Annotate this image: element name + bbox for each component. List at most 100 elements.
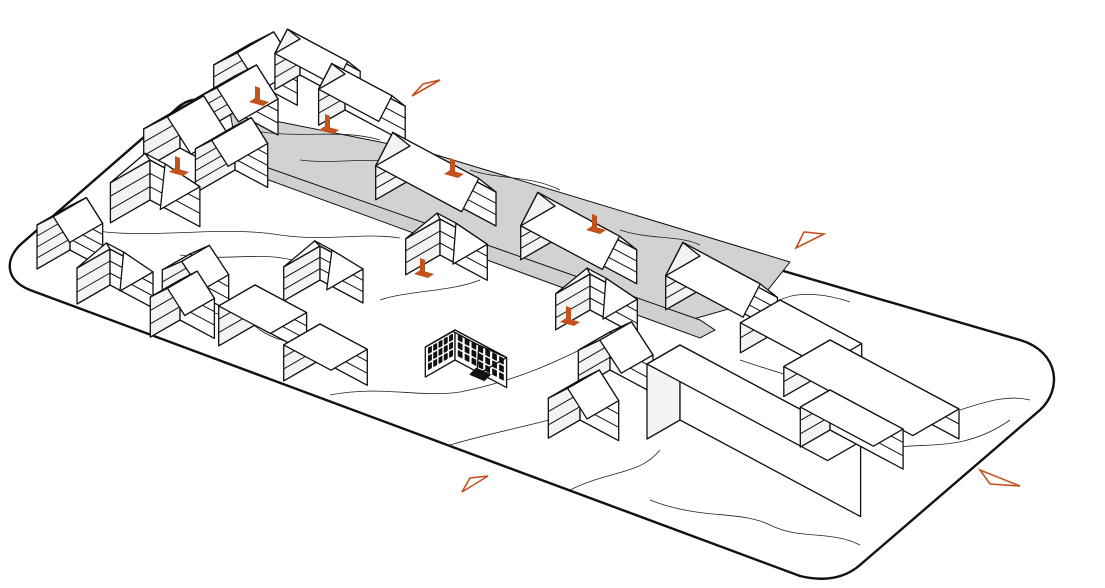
- historic-window: [464, 345, 470, 355]
- historic-window: [433, 350, 438, 359]
- floor-line: [234, 158, 268, 177]
- entrance-marker-step: [560, 318, 580, 326]
- residential-building: [76, 242, 154, 309]
- historic-window: [443, 344, 448, 353]
- entrance-marker-step: [414, 270, 434, 278]
- historic-window: [492, 360, 497, 369]
- historic-window: [427, 346, 432, 354]
- historic-window: [464, 337, 470, 347]
- apartment-block: [283, 323, 368, 386]
- apartment-block: [520, 191, 638, 285]
- historic-window: [443, 352, 448, 361]
- floor-line: [283, 256, 321, 279]
- building-roof: [602, 277, 638, 320]
- entrance-marker-post: [592, 214, 597, 230]
- floor-line: [283, 268, 321, 290]
- floor-line: [555, 297, 591, 319]
- historic-window: [478, 353, 484, 362]
- building-roof: [326, 249, 364, 291]
- historic-window: [438, 347, 443, 356]
- building-roof: [211, 116, 269, 167]
- residential-building: [283, 240, 364, 304]
- entrance-marker-step: [169, 168, 189, 176]
- residential-building: [149, 270, 216, 340]
- historic-window: [499, 364, 504, 373]
- residential-building: [577, 321, 654, 394]
- entrance-marker-post: [420, 258, 425, 274]
- entrance-marker-step: [586, 226, 606, 234]
- entrance-marker-step: [249, 98, 269, 106]
- historic-window: [471, 349, 477, 358]
- apartment-block: [218, 284, 308, 354]
- building-roof: [166, 270, 216, 317]
- historic-window: [457, 334, 463, 343]
- entrance-marker-icon: [414, 258, 434, 278]
- floor-line: [548, 406, 581, 426]
- entrance-marker-icon: [586, 214, 606, 234]
- historic-stairs: [469, 367, 491, 382]
- building-gable: [375, 131, 411, 167]
- floor-line: [405, 242, 441, 264]
- historic-window: [464, 353, 470, 363]
- floor-line: [578, 356, 611, 377]
- residential-building: [109, 152, 201, 228]
- apartment-block: [375, 131, 497, 227]
- apartment-block: [783, 339, 960, 440]
- entrance-marker-post: [175, 156, 180, 172]
- residential-building: [194, 64, 279, 136]
- building-roof: [52, 196, 104, 244]
- historic-window: [427, 354, 432, 362]
- historic-window: [457, 350, 463, 359]
- historic-window: [433, 358, 438, 367]
- building-gable: [520, 191, 556, 227]
- historic-window: [478, 361, 484, 370]
- historic-window: [485, 364, 491, 374]
- building-roof: [452, 222, 488, 265]
- floor-line: [274, 62, 301, 78]
- historic-window: [438, 339, 443, 348]
- floor-line: [36, 238, 71, 259]
- building-roof: [567, 369, 620, 420]
- entrance-marker-icon: [319, 114, 339, 134]
- historic-window: [478, 345, 484, 354]
- historic-window: [492, 352, 497, 361]
- floor-line: [76, 272, 111, 293]
- entrance-marker-post: [450, 158, 455, 174]
- historic-window: [449, 349, 454, 358]
- residential-building: [555, 267, 638, 336]
- floor-line: [143, 134, 181, 156]
- historic-window: [471, 341, 477, 350]
- residential-building: [194, 116, 269, 194]
- entrance-marker-post: [255, 86, 260, 102]
- apartment-block: [665, 241, 779, 333]
- building-roof: [799, 389, 904, 447]
- entrance-marker-step: [444, 170, 464, 178]
- floor-line: [110, 186, 151, 210]
- entrance-marker-step: [319, 126, 339, 134]
- entrance-marker-post: [566, 306, 571, 322]
- entrance-marker-post: [325, 114, 330, 130]
- apartment-block: [799, 389, 904, 470]
- residential-building: [36, 196, 104, 270]
- residential-building: [317, 62, 406, 143]
- floor-line: [150, 306, 181, 325]
- building-gable: [274, 28, 301, 55]
- building-roof: [283, 323, 368, 371]
- building-gable: [665, 241, 701, 277]
- historic-window: [438, 355, 443, 364]
- historic-window: [449, 333, 454, 342]
- viewpoint-icon: [411, 79, 1021, 493]
- building-gable: [317, 62, 346, 90]
- historic-window: [443, 336, 448, 345]
- historic-window: [499, 372, 504, 381]
- historic-roof: [476, 344, 508, 376]
- floor-line: [110, 172, 151, 197]
- entrance-marker-icon: [560, 306, 580, 326]
- floor-line: [555, 285, 591, 307]
- historic-window: [427, 362, 432, 370]
- building-roof: [216, 64, 279, 123]
- historic-window: [485, 348, 491, 358]
- floor-line: [162, 265, 191, 283]
- historic-window: [485, 356, 491, 366]
